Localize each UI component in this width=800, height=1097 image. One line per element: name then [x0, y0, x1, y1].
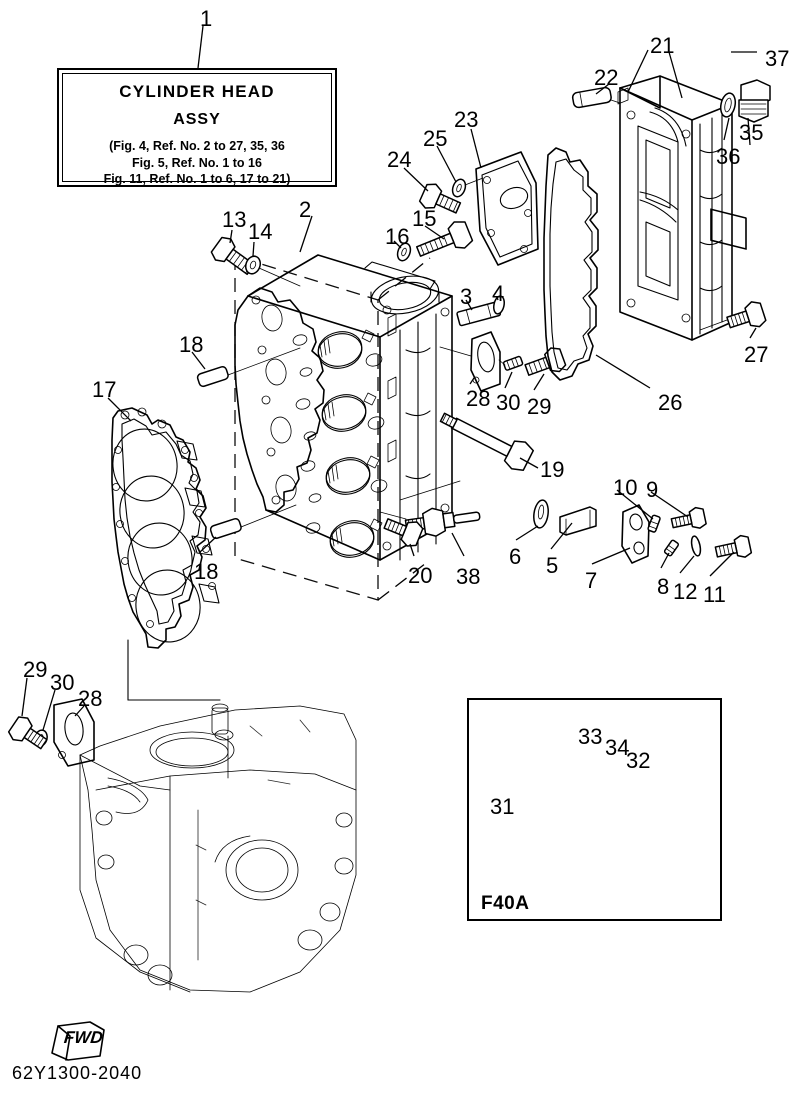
callout-32: 32 [626, 748, 651, 773]
callout-20: 20 [408, 563, 433, 588]
callout-15: 15 [412, 206, 437, 231]
part-5-sleeve [550, 506, 597, 550]
callout-17: 17 [92, 377, 117, 402]
callout-9: 9 [646, 477, 659, 502]
part-4-washer [493, 295, 505, 315]
part-20-bolt [383, 518, 424, 557]
part-22-dowel-pin [571, 83, 621, 109]
callout-33: 33 [578, 724, 603, 749]
callout-27: 27 [744, 342, 769, 367]
part-6-washer [515, 499, 549, 541]
callout-26: 26 [658, 390, 683, 415]
part-24-bolt [403, 167, 462, 214]
part-11-bolt [709, 534, 753, 577]
part-10-pin [616, 489, 661, 533]
part-7-bracket [591, 504, 650, 565]
part-28-cover-upper [439, 331, 501, 392]
inset-f40a-box [467, 698, 722, 921]
callout-30-lower: 30 [50, 670, 75, 695]
callout-25: 25 [423, 126, 448, 151]
callout-36: 36 [716, 144, 741, 169]
callout-1: 1 [200, 6, 213, 31]
callout-6: 6 [509, 544, 522, 569]
part-number-label: 62Y1300-2040 [12, 1063, 143, 1083]
part-19-long-bolt [399, 412, 539, 501]
fwd-marker: FWD [42, 1022, 112, 1062]
callout-22: 22 [594, 65, 619, 90]
part-29-bolt-lower [7, 677, 48, 750]
inset-f40a-label: F40A [481, 893, 530, 914]
title-references: (Fig. 4, Ref. No. 2 to 27, 35, 36 Fig. 5… [104, 138, 291, 188]
callout-38: 38 [456, 564, 481, 589]
part-26-exhaust-gasket [543, 147, 651, 389]
callout-3: 3 [460, 284, 473, 309]
part-28-cover-lower [53, 698, 95, 767]
part-17-head-gasket [107, 397, 220, 649]
callout-7: 7 [585, 568, 598, 593]
part-29-bolt-upper [524, 347, 567, 391]
callout-4: 4 [492, 281, 505, 306]
callout-2: 2 [299, 197, 312, 222]
callout-24: 24 [387, 147, 412, 172]
title-ref-line-1: (Fig. 4, Ref. No. 2 to 27, 35, 36 [109, 139, 285, 153]
callout-14: 14 [248, 219, 273, 244]
part-2-cylinder-head [234, 215, 453, 601]
part-25-washer [436, 145, 484, 198]
part-16-washer [393, 240, 412, 262]
part-27-bolt [699, 301, 767, 339]
part-14-washer [244, 241, 301, 287]
part-21-exhaust-cover [617, 49, 733, 341]
engine-block-phantom [79, 639, 357, 993]
callout-29-upper: 29 [527, 394, 552, 419]
callout-16: 16 [385, 224, 410, 249]
part-9-bolt [650, 491, 707, 529]
part-18-dowel-upper [191, 347, 301, 388]
callout-28-upper: 28 [466, 386, 491, 411]
part-37-tab [710, 51, 757, 250]
callout-21: 21 [650, 33, 675, 58]
part-15-bolt [415, 221, 474, 257]
callout-37: 37 [765, 46, 790, 71]
title-ref-line-3: Fig. 11, Ref. No. 1 to 6, 17 to 21) [103, 172, 291, 187]
callout-28-lower: 28 [78, 686, 103, 711]
callout-13: 13 [222, 207, 247, 232]
callout-31: 31 [490, 794, 515, 819]
callout-10: 10 [613, 475, 638, 500]
title-ref-line-2: Fig. 5, Ref. No. 1 to 16 [132, 155, 262, 170]
callout-18-upper: 18 [179, 332, 204, 357]
callout-11: 11 [703, 582, 726, 607]
callout-8: 8 [657, 574, 670, 599]
part-18-lower-dowel [199, 504, 297, 553]
callout-19: 19 [540, 457, 565, 482]
leader-lines-group [197, 25, 204, 69]
part-8-pin [660, 539, 680, 569]
callout-23: 23 [454, 107, 479, 132]
fwd-arrow-icon [51, 1021, 105, 1061]
part-12-pin [679, 535, 702, 574]
callout-18-lower: 18 [194, 559, 219, 584]
callout-29-lower: 29 [23, 657, 48, 682]
title-sub: ASSY [173, 111, 221, 128]
callout-12: 12 [673, 579, 698, 604]
title-main: CYLINDER HEAD [119, 82, 275, 101]
fwd-label: FWD [63, 1028, 104, 1047]
callout-30-upper: 30 [496, 390, 521, 415]
part-35-drain-plug [738, 79, 771, 146]
part-36-o-ring [719, 92, 737, 141]
part-30-pin [498, 355, 524, 389]
callout-35: 35 [739, 120, 764, 145]
part-23-cover-plate [470, 128, 539, 266]
callout-5: 5 [546, 553, 559, 578]
callout-34: 34 [605, 735, 630, 760]
title-box: CYLINDER HEAD ASSY (Fig. 4, Ref. No. 2 t… [57, 68, 337, 187]
